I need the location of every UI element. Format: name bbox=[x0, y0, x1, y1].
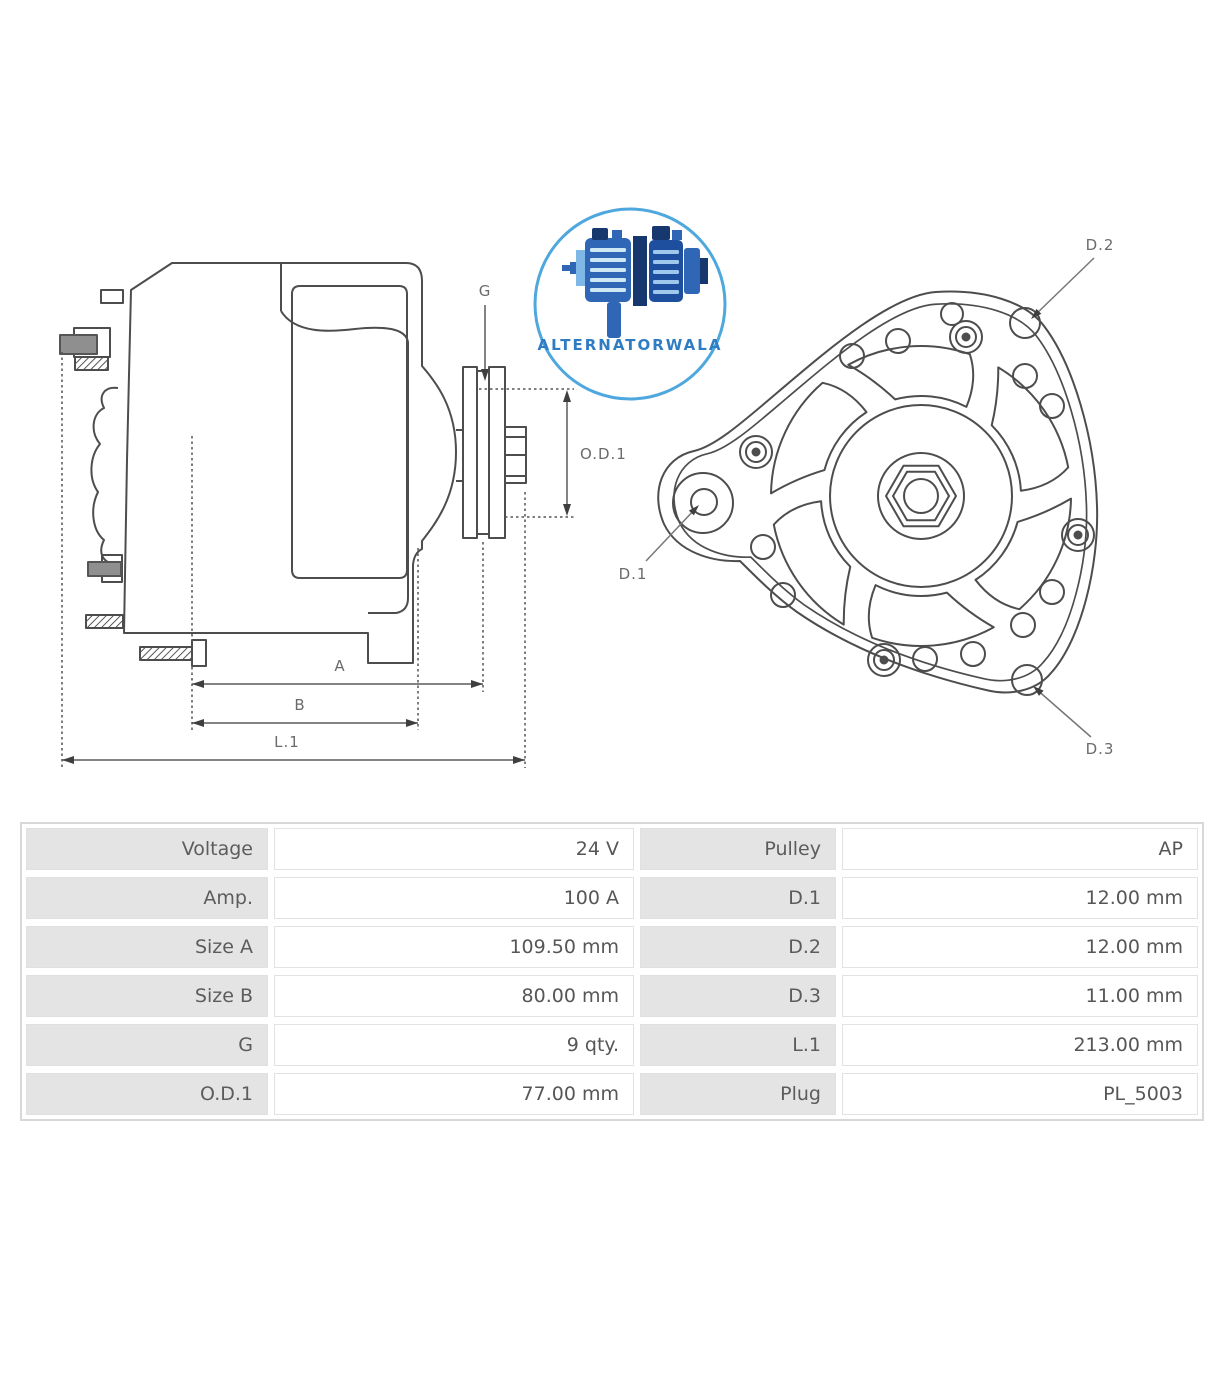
spec-label-d3: D.3 bbox=[640, 975, 836, 1017]
dimension-label-d1: D.1 bbox=[619, 565, 648, 583]
through-bolts bbox=[739, 320, 1095, 677]
spec-value-size-b: 80.00 mm bbox=[274, 975, 634, 1017]
logo-alternator-icon bbox=[562, 226, 708, 338]
spec-value-size-a: 109.50 mm bbox=[274, 926, 634, 968]
spec-label-voltage: Voltage bbox=[26, 828, 268, 870]
dimension-arrowheads bbox=[62, 369, 571, 764]
spec-value-amp: 100 A bbox=[274, 877, 634, 919]
hole-d1 bbox=[690, 488, 718, 516]
spec-value-plug: PL_5003 bbox=[842, 1073, 1198, 1115]
mount-ear bbox=[672, 472, 734, 534]
rear-stud-top bbox=[100, 289, 124, 304]
side-view-dimensions bbox=[62, 305, 568, 761]
shaft-bore bbox=[903, 478, 939, 514]
spec-value-d3: 11.00 mm bbox=[842, 975, 1198, 1017]
pulley-flange-1 bbox=[462, 366, 478, 539]
threaded-stud-1 bbox=[74, 356, 109, 371]
vent-holes bbox=[750, 302, 1065, 672]
shaft-nut-inner bbox=[892, 470, 950, 522]
dimension-label-g: G bbox=[479, 282, 492, 300]
dimension-label-od1: O.D.1 bbox=[580, 445, 627, 463]
pulley-face bbox=[829, 404, 1013, 588]
alternator-logo: ALTERNATORWALA bbox=[533, 207, 727, 401]
side-view-construction-lines bbox=[61, 352, 574, 768]
hole-d2 bbox=[1009, 307, 1041, 339]
dimension-label-d2: D.2 bbox=[1086, 236, 1115, 254]
dimension-label-d3: D.3 bbox=[1086, 740, 1115, 758]
front-view-leaders bbox=[645, 257, 1095, 738]
spec-label-size-a: Size A bbox=[26, 926, 268, 968]
spec-table: Voltage 24 V Pulley AP Amp. 100 A D.1 12… bbox=[20, 822, 1204, 1121]
alternator-technical-drawing: G O.D.1 A B L.1 bbox=[59, 207, 1115, 768]
spec-value-d2: 12.00 mm bbox=[842, 926, 1198, 968]
vent-cutouts bbox=[770, 345, 1072, 647]
side-view-drawing bbox=[59, 262, 527, 667]
spec-label-amp: Amp. bbox=[26, 877, 268, 919]
dimension-label-l1: L.1 bbox=[274, 733, 300, 751]
dimension-label-a: A bbox=[334, 657, 345, 675]
hole-d3 bbox=[1011, 664, 1043, 696]
spec-label-plug: Plug bbox=[640, 1073, 836, 1115]
spec-value-pulley: AP bbox=[842, 828, 1198, 870]
threaded-stud-3 bbox=[139, 646, 193, 661]
spec-label-od1: O.D.1 bbox=[26, 1073, 268, 1115]
spec-value-d1: 12.00 mm bbox=[842, 877, 1198, 919]
rear-cover-profile bbox=[90, 386, 119, 565]
spec-value-l1: 213.00 mm bbox=[842, 1024, 1198, 1066]
spec-value-voltage: 24 V bbox=[274, 828, 634, 870]
front-body-outline bbox=[657, 290, 1099, 694]
front-body-inner-rim bbox=[673, 302, 1088, 682]
shaft-nut-outer bbox=[885, 464, 957, 528]
spec-label-l1: L.1 bbox=[640, 1024, 836, 1066]
terminal-lower bbox=[87, 561, 122, 577]
dimension-label-b: B bbox=[294, 696, 305, 714]
leader-arrowheads bbox=[688, 308, 1044, 696]
side-window-outline bbox=[291, 285, 408, 579]
spec-label-pulley: Pulley bbox=[640, 828, 836, 870]
spec-label-size-b: Size B bbox=[26, 975, 268, 1017]
spec-label-d1: D.1 bbox=[640, 877, 836, 919]
pulley-flange-2 bbox=[488, 366, 506, 539]
mount-tab bbox=[191, 639, 207, 667]
spec-label-d2: D.2 bbox=[640, 926, 836, 968]
spec-value-od1: 77.00 mm bbox=[274, 1073, 634, 1115]
logo-text: ALTERNATORWALA bbox=[538, 336, 723, 354]
spec-value-g: 9 qty. bbox=[274, 1024, 634, 1066]
spec-label-g: G bbox=[26, 1024, 268, 1066]
front-view-drawing bbox=[657, 290, 1099, 696]
threaded-stud-2 bbox=[85, 614, 124, 629]
terminal-block bbox=[59, 334, 98, 355]
logo-ring bbox=[533, 207, 727, 401]
side-housing-outline bbox=[123, 262, 457, 664]
